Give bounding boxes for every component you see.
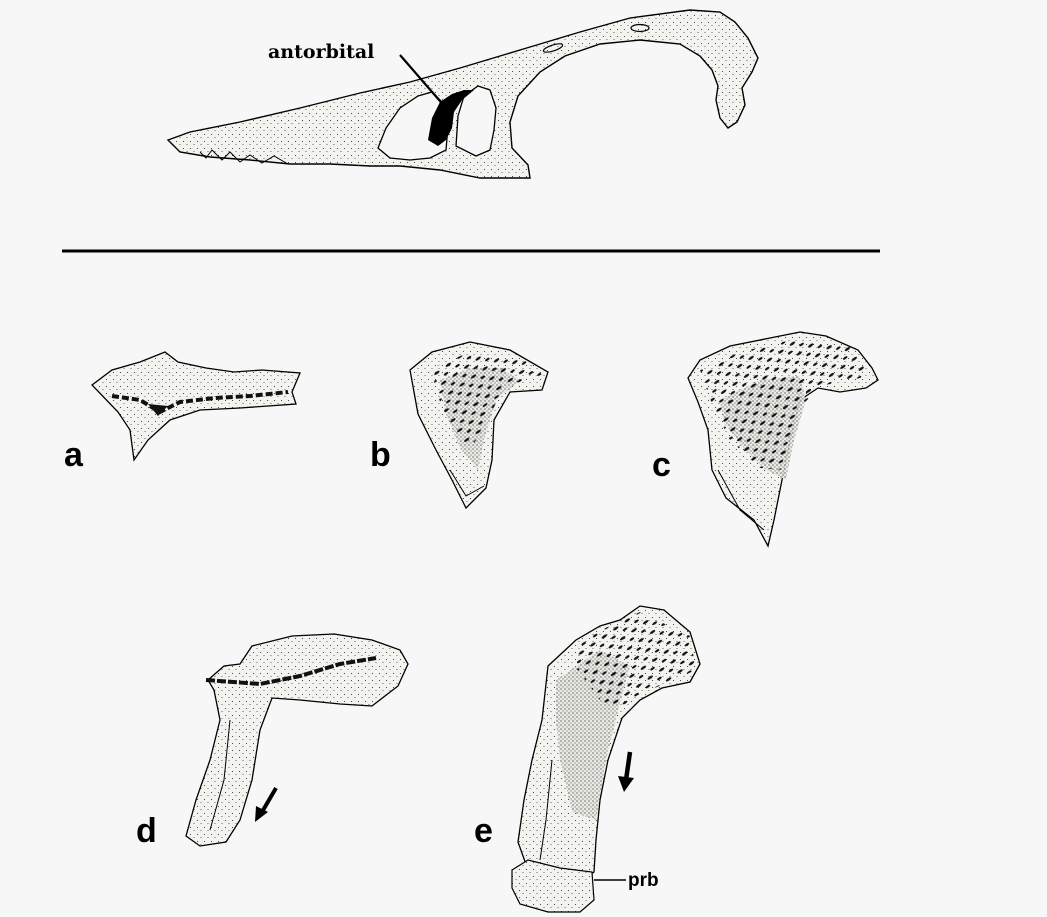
panel-e: prb e [474, 606, 700, 912]
panel-label-e: e [474, 812, 493, 850]
panel-e-arrowhead [618, 776, 634, 792]
panel-label-d: d [136, 812, 157, 850]
panel-label-c: c [652, 446, 671, 484]
panel-d: d [136, 634, 408, 850]
skull-drawing: antorbital [168, 10, 758, 178]
panel-d-arrow [262, 788, 276, 812]
prb-label: prb [628, 870, 659, 891]
panel-a: a [64, 352, 300, 474]
panel-b: b [370, 342, 548, 508]
panel-d-bone [186, 634, 408, 846]
panel-a-bone [92, 352, 300, 460]
panel-label-b: b [370, 436, 391, 474]
antorbital-label: antorbital [268, 41, 374, 63]
panel-label-a: a [64, 436, 84, 474]
panel-c: c [652, 332, 878, 546]
panel-e-arrow [626, 752, 630, 780]
